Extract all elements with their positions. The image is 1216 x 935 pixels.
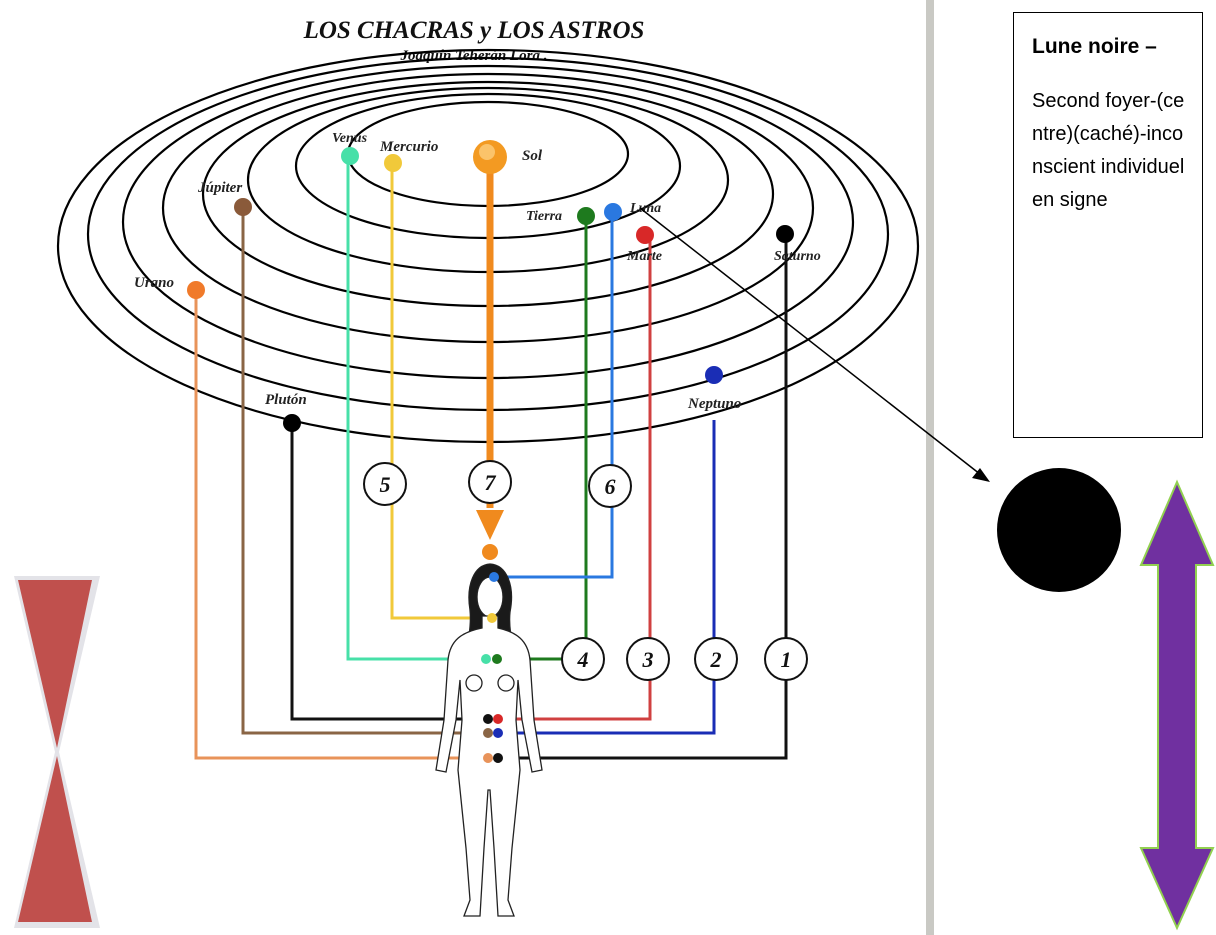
planet-neptuno xyxy=(705,366,723,384)
line-saturno xyxy=(498,235,788,760)
chakra-number-circles xyxy=(363,460,808,681)
chakra-circle-3 xyxy=(626,637,670,681)
black-moon-disc xyxy=(997,468,1121,592)
diagram-title: LOS CHACRAS y LOS ASTROS xyxy=(303,17,645,44)
hourglass-shadow xyxy=(14,576,100,928)
label-urano: Urano xyxy=(134,275,174,291)
figure-breast-right xyxy=(497,674,515,692)
black-moon-note: Lune noire – Second foyer-(centre)(caché… xyxy=(1013,12,1203,438)
label-sol: Sol xyxy=(522,148,543,164)
planet-tierra xyxy=(577,207,595,225)
solar-dot-pluton xyxy=(483,714,493,724)
human-figure xyxy=(435,563,543,917)
line-mercurio xyxy=(390,163,492,620)
chakra-number-4: 4 xyxy=(577,647,589,672)
pointer-arrow-line xyxy=(639,207,986,479)
line-luna xyxy=(494,213,614,579)
chakra-circle-6 xyxy=(588,464,632,508)
line-venus xyxy=(346,157,486,661)
line-urano xyxy=(194,291,488,760)
label-venus: Venus xyxy=(332,131,368,146)
line-neptuno xyxy=(498,420,716,735)
planet-venus xyxy=(341,147,359,165)
chakra-number-1: 1 xyxy=(781,647,792,672)
chakra-number-6: 6 xyxy=(605,474,616,499)
hourglass-top xyxy=(18,580,92,748)
note-title: Lune noire – xyxy=(1032,35,1157,58)
crown-dot xyxy=(482,544,498,560)
chakra-number-2: 2 xyxy=(710,647,722,672)
throat-dot xyxy=(487,613,497,623)
divider-band xyxy=(926,0,934,935)
chakra-circle-4 xyxy=(561,637,605,681)
planet-luna xyxy=(604,203,622,221)
label-marte: Marte xyxy=(626,249,662,264)
figure-body xyxy=(435,615,543,917)
connection-lines xyxy=(194,157,788,760)
heart-dot-tierra xyxy=(492,654,502,664)
planets xyxy=(187,140,794,432)
label-saturno: Saturno xyxy=(774,249,821,264)
planet-urano xyxy=(187,281,205,299)
double-arrow xyxy=(1139,479,1215,931)
chakra-circle-7 xyxy=(468,460,512,504)
chakra-circle-2 xyxy=(694,637,738,681)
planet-labels: Venus Mercurio Sol Júpiter Tierra Luna M… xyxy=(134,131,821,412)
label-pluton: Plutón xyxy=(265,392,307,408)
pointer-arrowhead xyxy=(972,468,990,482)
line-marte xyxy=(498,236,652,721)
planet-pluton xyxy=(283,414,301,432)
heart-dot-venus xyxy=(481,654,491,664)
planet-saturno xyxy=(776,225,794,243)
sol-arrowhead xyxy=(476,510,504,540)
root-dot-urano xyxy=(483,753,493,763)
line-pluton xyxy=(290,423,488,721)
planet-mercurio xyxy=(384,154,402,172)
figure-breast-left xyxy=(465,674,483,692)
chakra-circle-1 xyxy=(764,637,808,681)
note-body: Second foyer-(centre)(caché)-inconscient… xyxy=(1032,90,1185,211)
chakra-circle-5 xyxy=(363,462,407,506)
hourglass-bottom xyxy=(18,756,92,922)
solar-dot-marte xyxy=(493,714,503,724)
sacral-dot-jupiter xyxy=(483,728,493,738)
line-jupiter xyxy=(241,207,488,735)
label-luna: Luna xyxy=(629,201,661,216)
planet-marte xyxy=(636,226,654,244)
chakra-number-7: 7 xyxy=(485,470,497,495)
chakra-number-5: 5 xyxy=(380,472,391,497)
figure-face xyxy=(476,576,504,618)
label-neptuno: Neptuno xyxy=(687,396,741,412)
hourglass-shape xyxy=(14,576,100,928)
label-tierra: Tierra xyxy=(526,209,562,224)
label-mercurio: Mercurio xyxy=(379,139,438,155)
chakra-number-3: 3 xyxy=(642,647,654,672)
brow-dot xyxy=(489,572,499,582)
sacral-dot-neptuno xyxy=(493,728,503,738)
chakra-numbers: 5 7 6 4 3 2 1 xyxy=(380,470,792,672)
root-dot-saturno xyxy=(493,753,503,763)
label-jupiter: Júpiter xyxy=(197,180,242,196)
body-chakra-dots xyxy=(481,544,503,763)
planet-sol-glow xyxy=(479,144,495,160)
planet-jupiter xyxy=(234,198,252,216)
